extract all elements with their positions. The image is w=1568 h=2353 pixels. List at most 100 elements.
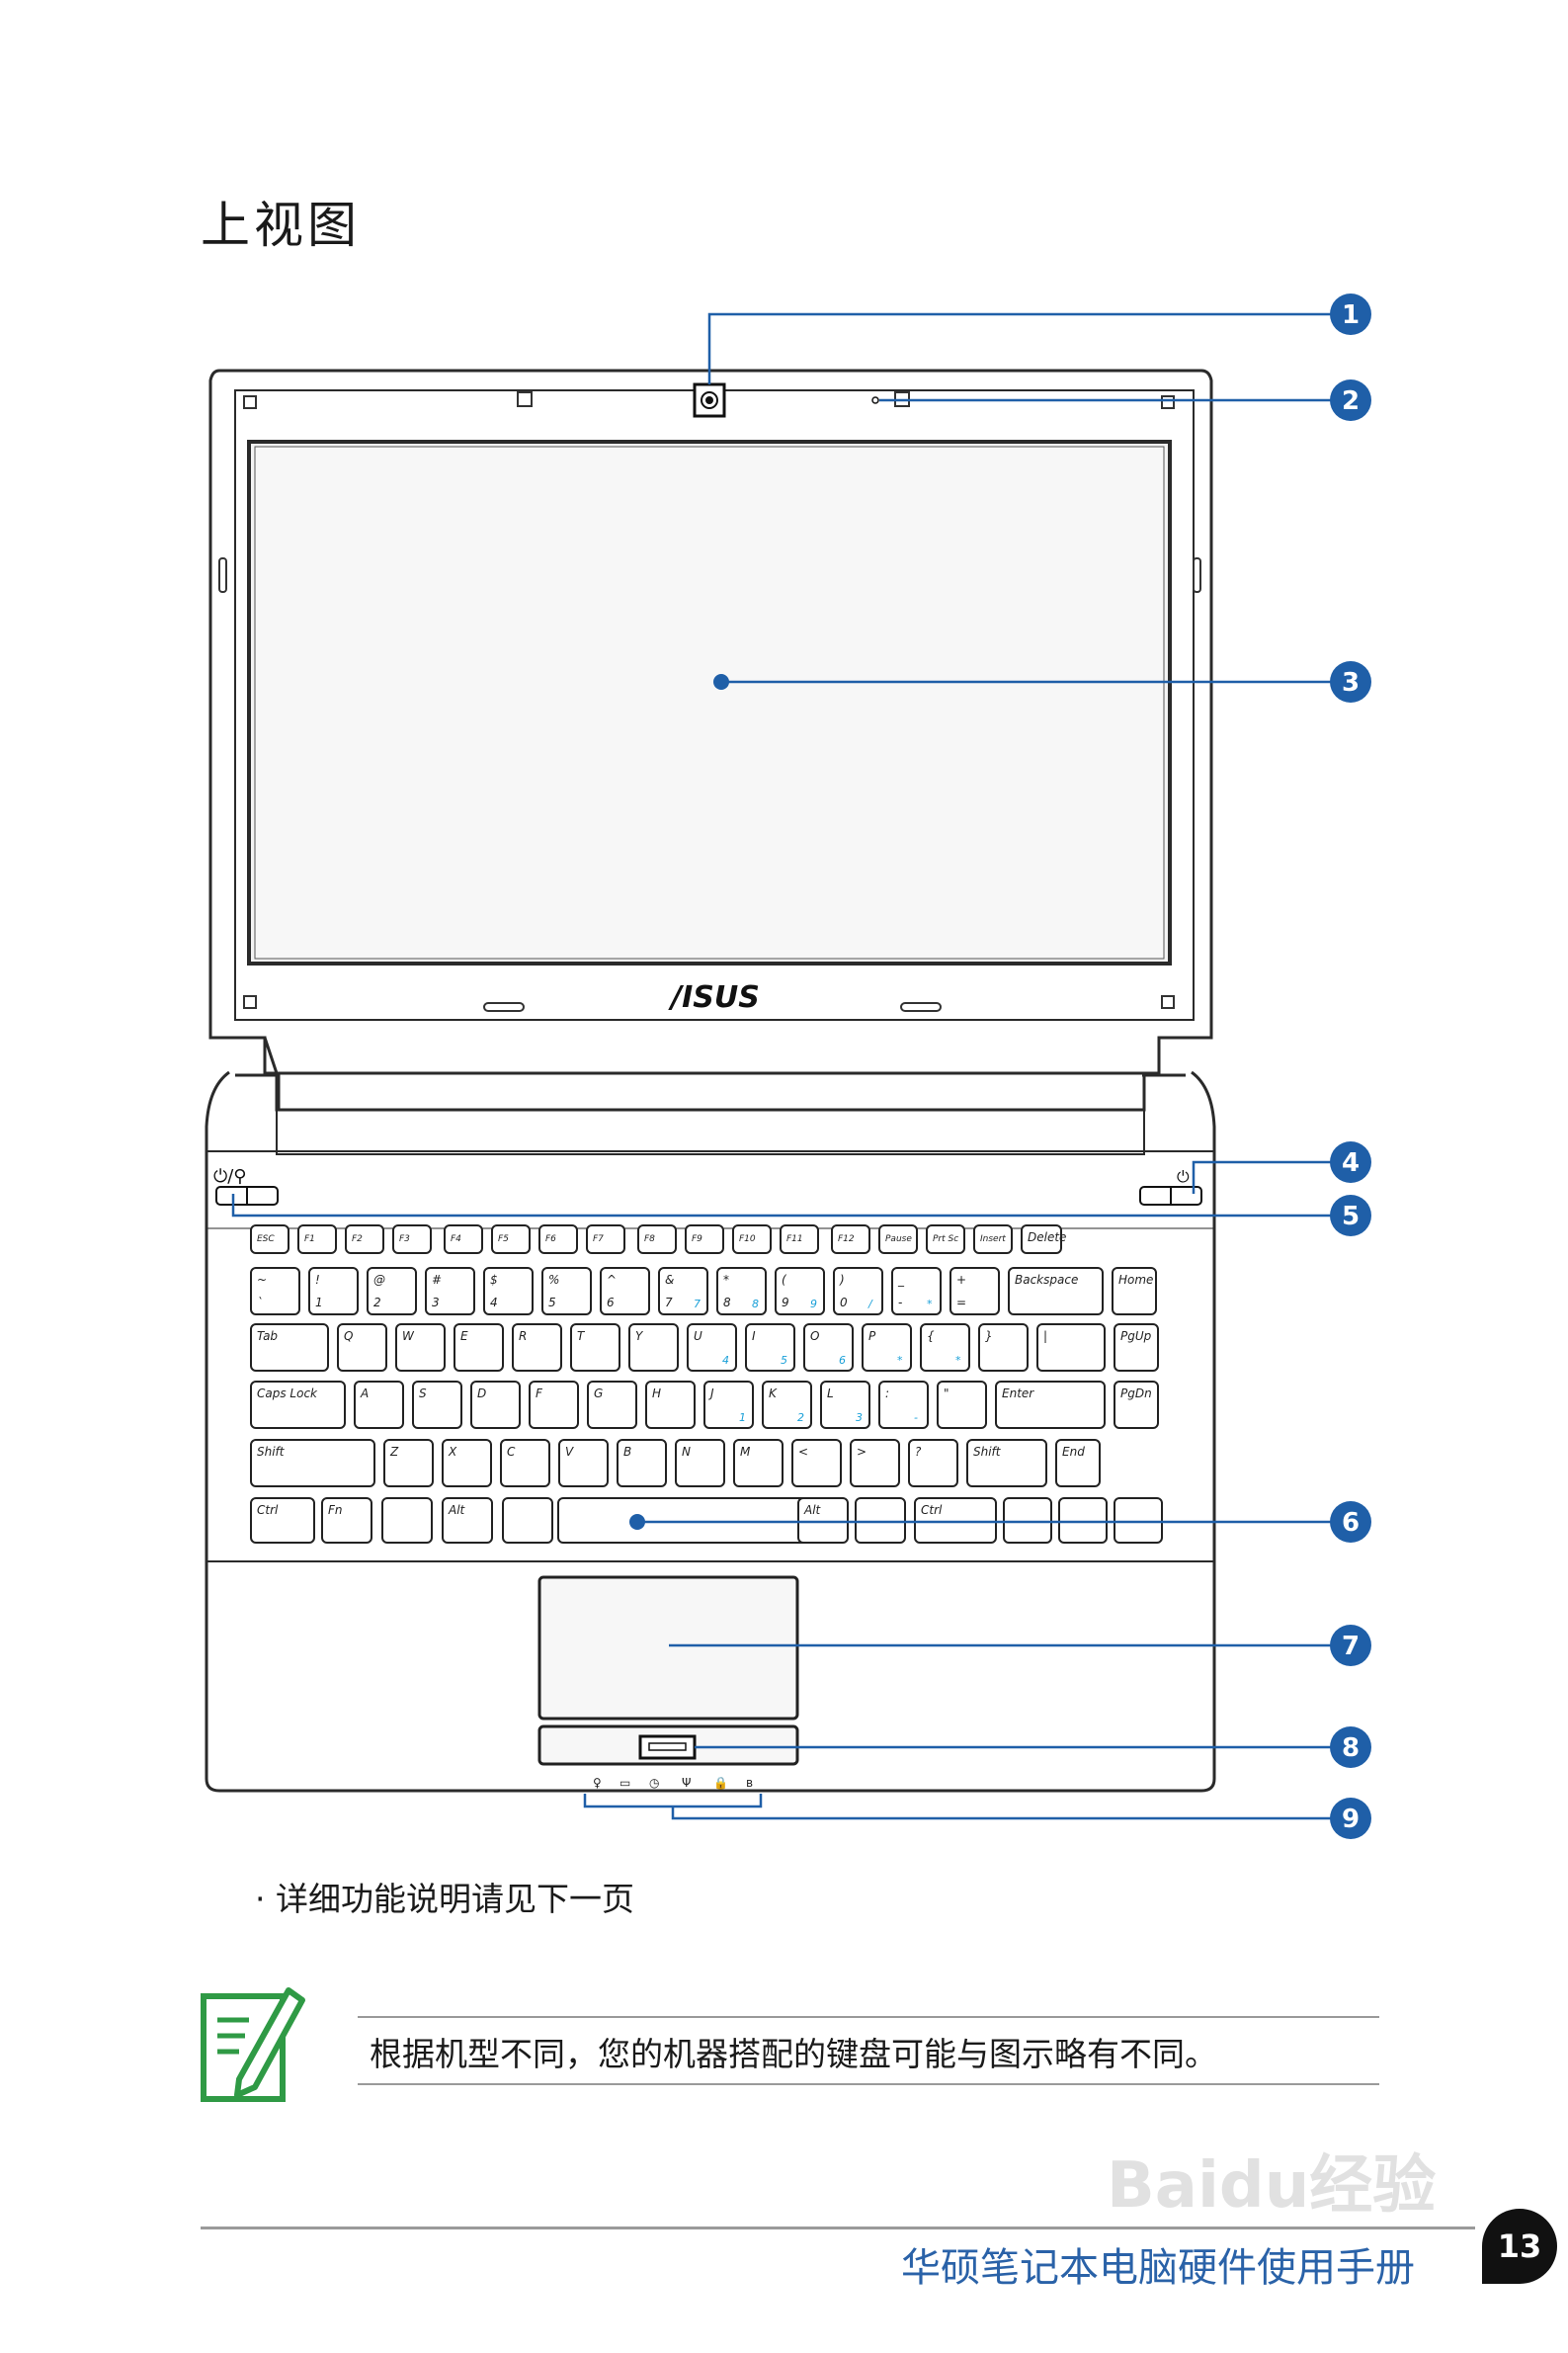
key-h-7[interactable]: J1: [703, 1381, 754, 1429]
key-num-1[interactable]: !1: [308, 1267, 359, 1315]
key-num-7-sub: 7: [665, 1296, 673, 1309]
key-fn-0[interactable]: ESC: [250, 1224, 289, 1254]
key-q-2[interactable]: W: [395, 1323, 446, 1372]
key-s-4[interactable]: V: [558, 1439, 609, 1487]
key-q-0[interactable]: Tab: [250, 1323, 329, 1372]
key-s-1[interactable]: Z: [383, 1439, 434, 1487]
key-q-6[interactable]: Y: [628, 1323, 679, 1372]
key-q-1[interactable]: Q: [337, 1323, 387, 1372]
key-num-14[interactable]: Home: [1112, 1267, 1157, 1315]
key-q-13[interactable]: |: [1036, 1323, 1106, 1372]
key-q-8[interactable]: I5: [745, 1323, 795, 1372]
key-num-10[interactable]: )0/: [833, 1267, 883, 1315]
key-h-11[interactable]: ": [937, 1381, 987, 1429]
key-s-11[interactable]: Shift: [966, 1439, 1047, 1487]
key-b-6[interactable]: Alt: [797, 1497, 849, 1544]
key-h-6[interactable]: H: [645, 1381, 696, 1429]
right-arrow-key[interactable]: [1114, 1497, 1163, 1544]
key-num-11[interactable]: _-*: [891, 1267, 942, 1315]
key-q-4[interactable]: R: [512, 1323, 562, 1372]
key-fn-5[interactable]: F5: [491, 1224, 531, 1254]
key-fn-4[interactable]: F4: [444, 1224, 483, 1254]
key-q-7[interactable]: U4: [687, 1323, 737, 1372]
key-fn-9[interactable]: F9: [685, 1224, 724, 1254]
note-box: 根据机型不同，您的机器搭配的键盘可能与图示略有不同。: [358, 2016, 1379, 2085]
key-h-4[interactable]: F: [529, 1381, 579, 1429]
key-b-3[interactable]: Alt: [442, 1497, 493, 1544]
key-fn-2[interactable]: F2: [345, 1224, 384, 1254]
key-h-13[interactable]: PgDn: [1114, 1381, 1159, 1429]
key-q-8-label: I: [752, 1329, 756, 1343]
key-num-10-keypad: /: [867, 1298, 873, 1310]
callout-number-6: 6: [1342, 1508, 1360, 1538]
key-q-13-label: |: [1043, 1329, 1047, 1343]
callout-number-9: 9: [1342, 1805, 1360, 1834]
key-s-3[interactable]: C: [500, 1439, 550, 1487]
key-h-10[interactable]: :-: [878, 1381, 929, 1429]
key-q-10[interactable]: P*: [862, 1323, 912, 1372]
key-q-12-label: }: [985, 1329, 993, 1343]
key-s-6[interactable]: N: [675, 1439, 725, 1487]
key-fn-13[interactable]: Pause: [878, 1224, 918, 1254]
key-num-13[interactable]: Backspace: [1008, 1267, 1104, 1315]
key-h-9[interactable]: L3: [820, 1381, 870, 1429]
key-s-7[interactable]: M: [733, 1439, 784, 1487]
key-q-3[interactable]: E: [454, 1323, 504, 1372]
key-num-6-sub: 6: [607, 1296, 615, 1309]
key-num-3[interactable]: #3: [425, 1267, 475, 1315]
key-b-8[interactable]: Ctrl: [914, 1497, 997, 1544]
key-q-12[interactable]: }: [978, 1323, 1029, 1372]
key-q-5[interactable]: T: [570, 1323, 620, 1372]
key-q-10-keypad: *: [897, 1354, 903, 1367]
key-h-2[interactable]: S: [412, 1381, 462, 1429]
key-num-12[interactable]: +=: [949, 1267, 1000, 1315]
key-b-1[interactable]: Fn: [321, 1497, 372, 1544]
page-number-badge: 13: [1482, 2209, 1557, 2284]
key-fn-15[interactable]: Insert: [973, 1224, 1013, 1254]
key-num-4[interactable]: $4: [483, 1267, 534, 1315]
key-h-12[interactable]: Enter: [995, 1381, 1106, 1429]
key-fn-3[interactable]: F3: [392, 1224, 432, 1254]
key-b-4[interactable]: [502, 1497, 553, 1544]
key-h-3[interactable]: D: [470, 1381, 521, 1429]
key-fn-12[interactable]: F12: [831, 1224, 870, 1254]
left-arrow-key[interactable]: [1003, 1497, 1052, 1544]
key-s-9[interactable]: >: [850, 1439, 900, 1487]
key-fn-11[interactable]: F11: [780, 1224, 819, 1254]
key-s-12[interactable]: End: [1055, 1439, 1101, 1487]
windows-key[interactable]: [381, 1497, 433, 1544]
webcam-icon: [693, 382, 726, 418]
key-q-14[interactable]: PgUp: [1114, 1323, 1159, 1372]
key-num-10-label: ): [839, 1273, 845, 1287]
key-fn-8[interactable]: F8: [637, 1224, 677, 1254]
key-num-5[interactable]: %5: [541, 1267, 592, 1315]
key-num-0[interactable]: ~`: [250, 1267, 300, 1315]
touchpad[interactable]: [537, 1575, 799, 1721]
key-h-8[interactable]: K2: [762, 1381, 812, 1429]
key-q-11[interactable]: {*: [920, 1323, 970, 1372]
key-s-5[interactable]: B: [617, 1439, 667, 1487]
key-b-0[interactable]: Ctrl: [250, 1497, 315, 1544]
key-fn-7[interactable]: F7: [586, 1224, 625, 1254]
key-h-5[interactable]: G: [587, 1381, 637, 1429]
key-q-9[interactable]: O6: [803, 1323, 854, 1372]
key-h-1[interactable]: A: [354, 1381, 404, 1429]
key-b-7[interactable]: [855, 1497, 906, 1544]
down-arrow-key[interactable]: [1058, 1497, 1108, 1544]
key-fn-6[interactable]: F6: [538, 1224, 578, 1254]
key-s-10[interactable]: ?: [908, 1439, 958, 1487]
key-s-2[interactable]: X: [442, 1439, 492, 1487]
key-fn-1[interactable]: F1: [297, 1224, 337, 1254]
key-fn-14[interactable]: Prt Sc: [926, 1224, 965, 1254]
footer-rule: [201, 2227, 1475, 2229]
key-num-6[interactable]: ^6: [600, 1267, 650, 1315]
key-s-8[interactable]: <: [791, 1439, 842, 1487]
key-h-0[interactable]: Caps Lock: [250, 1381, 346, 1429]
key-fn-10[interactable]: F10: [732, 1224, 772, 1254]
key-num-2[interactable]: @2: [367, 1267, 417, 1315]
key-s-0[interactable]: Shift: [250, 1439, 375, 1487]
key-fn-16[interactable]: Delete: [1021, 1224, 1066, 1254]
